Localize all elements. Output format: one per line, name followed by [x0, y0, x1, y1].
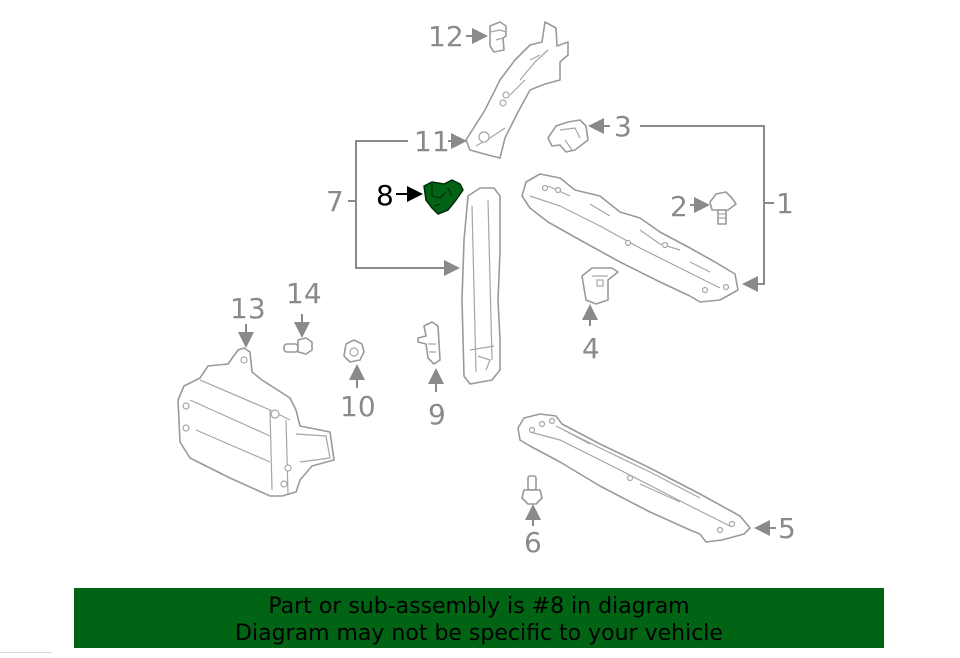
callout-7: 7 [326, 185, 344, 218]
part-9-bracket[interactable] [417, 321, 441, 365]
part-7-vertical-support[interactable] [461, 187, 501, 385]
callout-9: 9 [428, 398, 446, 431]
callout-13: 13 [230, 292, 266, 325]
part-13-sensor-module[interactable] [177, 347, 335, 497]
part-8-bracket-highlighted[interactable] [423, 179, 464, 215]
callout-14: 14 [286, 277, 322, 310]
callout-12: 12 [428, 20, 464, 53]
part-2-bolt[interactable] [709, 191, 737, 225]
callout-6: 6 [524, 526, 542, 559]
part-3-bracket[interactable] [547, 119, 589, 153]
diagram-notice-banner: Part or sub-assembly is #8 in diagram Di… [74, 588, 884, 648]
part-12-clip[interactable] [489, 21, 507, 53]
part-11-upper-bracket[interactable] [465, 21, 569, 159]
part-10-nut[interactable] [343, 339, 365, 363]
parts-diagram: 12 11 3 1 2 4 [177, 20, 796, 559]
callout-1: 1 [776, 187, 794, 220]
part-4-bracket[interactable] [581, 267, 619, 305]
banner-line-2: Diagram may not be specific to your vehi… [235, 621, 723, 646]
divider [0, 652, 52, 653]
callout-10: 10 [340, 390, 376, 423]
part-1-upper-support[interactable] [521, 173, 739, 303]
callout-3: 3 [614, 110, 632, 143]
banner-line-1: Part or sub-assembly is #8 in diagram [268, 594, 690, 619]
part-5-lower-support[interactable] [517, 413, 751, 543]
callout-8: 8 [376, 179, 394, 212]
part-6-bolt[interactable] [521, 475, 543, 505]
callout-2: 2 [670, 190, 688, 223]
part-14-bolt[interactable] [283, 337, 313, 355]
callout-11: 11 [414, 125, 450, 158]
callout-5: 5 [778, 512, 796, 545]
callout-4: 4 [582, 332, 600, 365]
